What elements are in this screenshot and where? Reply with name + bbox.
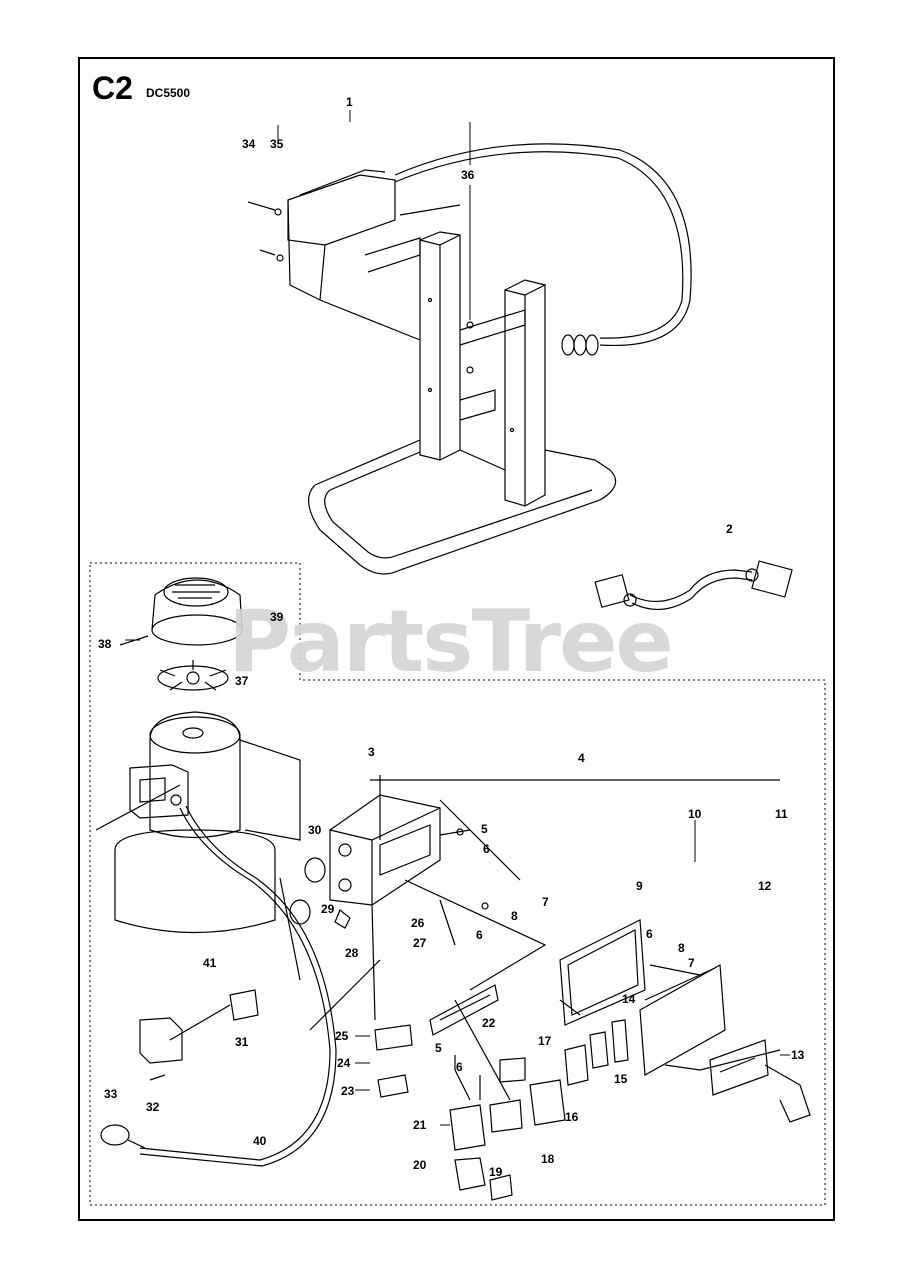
- callout-11: 11: [775, 807, 788, 821]
- callout-9: 9: [636, 879, 643, 893]
- callout-6: 6: [646, 927, 653, 941]
- callout-23: 23: [341, 1084, 355, 1098]
- electrical-box-drawing: [289, 775, 780, 1031]
- diagram-frame: [78, 57, 835, 1221]
- callout-18: 18: [541, 1152, 555, 1166]
- callout-35: 35: [270, 137, 284, 151]
- callout-7: 7: [688, 956, 695, 970]
- callout-10: 10: [688, 807, 702, 821]
- callout-34: 34: [242, 137, 256, 151]
- callout-6: 6: [476, 928, 483, 942]
- callout-12: 12: [758, 879, 772, 893]
- callout-41: 41: [203, 956, 217, 970]
- callout-17: 17: [538, 1034, 552, 1048]
- callout-39: 39: [270, 610, 284, 624]
- callout-25: 25: [335, 1029, 349, 1043]
- callout-26: 26: [411, 916, 425, 930]
- callout-6: 6: [483, 842, 490, 856]
- callout-16: 16: [565, 1110, 579, 1124]
- callout-7: 7: [542, 895, 549, 909]
- callout-38: 38: [98, 637, 112, 651]
- callout-13: 13: [791, 1048, 805, 1062]
- motor-drawing: [95, 577, 337, 1167]
- callout-5: 5: [481, 822, 488, 836]
- callout-27: 27: [413, 936, 427, 950]
- callout-32: 32: [146, 1100, 160, 1114]
- callout-29: 29: [321, 902, 335, 916]
- callout-30: 30: [308, 823, 322, 837]
- callout-15: 15: [614, 1072, 628, 1086]
- callout-20: 20: [413, 1158, 427, 1172]
- callout-37: 37: [235, 674, 249, 688]
- callout-33: 33: [104, 1087, 118, 1101]
- stand-frame-drawing: [247, 143, 692, 575]
- control-panel-drawing: [374, 899, 811, 1201]
- callout-2: 2: [726, 522, 733, 536]
- callout-4: 4: [578, 751, 585, 765]
- callout-1: 1: [346, 95, 353, 109]
- callout-22: 22: [482, 1016, 496, 1030]
- callout-8: 8: [511, 909, 518, 923]
- callout-21: 21: [413, 1118, 427, 1132]
- callout-3: 3: [368, 745, 375, 759]
- callout-31: 31: [235, 1035, 249, 1049]
- diagram-code: C2: [92, 70, 133, 106]
- callout-19: 19: [489, 1165, 503, 1179]
- callout-24: 24: [337, 1056, 351, 1070]
- cable-part-2-drawing: [594, 560, 793, 611]
- callout-14: 14: [622, 992, 636, 1006]
- callout-5: 5: [435, 1041, 442, 1055]
- leader-lines: [125, 110, 790, 1126]
- callout-28: 28: [345, 946, 359, 960]
- model-number: DC5500: [146, 86, 191, 100]
- callout-36: 36: [461, 168, 475, 182]
- assembly-boundary: [89, 562, 826, 1206]
- callout-40: 40: [253, 1134, 267, 1148]
- callout-8: 8: [678, 941, 685, 955]
- callout-6: 6: [456, 1060, 463, 1074]
